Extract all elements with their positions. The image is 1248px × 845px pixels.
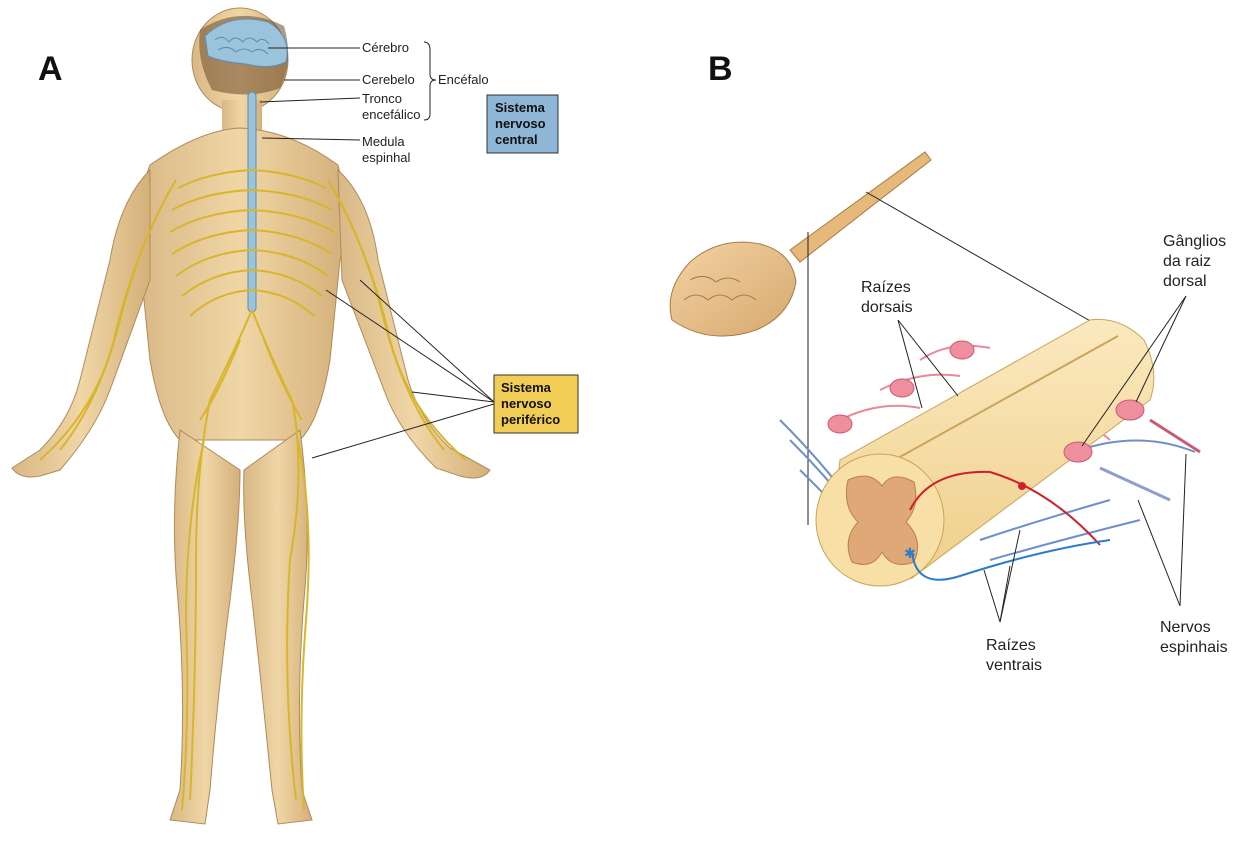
label-raizes-ventrais-2: ventrais	[986, 657, 1042, 674]
snc-line1: Sistema	[495, 100, 546, 115]
label-nervos-1: Nervos	[1160, 619, 1211, 636]
snp-line1: Sistema	[501, 380, 552, 395]
left-arm	[12, 170, 150, 477]
body-figure	[12, 8, 490, 824]
snc-line3: central	[495, 132, 538, 147]
left-leg	[170, 430, 240, 824]
brain-icon	[205, 19, 287, 67]
label-raizes-dorsais-2: dorsais	[861, 299, 913, 316]
label-tronco-1: Tronco	[362, 91, 402, 106]
svg-text:✱: ✱	[904, 545, 916, 561]
label-encefalo: Encéfalo	[438, 72, 489, 87]
encefalo-bracket	[424, 42, 436, 120]
label-medula-1: Medula	[362, 134, 405, 149]
label-medula-2: espinhal	[362, 150, 411, 165]
label-tronco-2: encefálico	[362, 107, 421, 122]
panel-b-illustration: ✱	[670, 152, 1200, 586]
spinal-cord	[248, 92, 256, 312]
panel-b-letter: B	[708, 50, 733, 88]
torso	[138, 128, 345, 440]
right-arm	[338, 170, 490, 478]
snp-line2: nervoso	[501, 396, 552, 411]
label-raizes-ventrais-1: Raízes	[986, 637, 1036, 654]
label-nervos-2: espinhais	[1160, 639, 1228, 656]
label-ganglios-1: Gânglios	[1163, 233, 1226, 250]
brain-overview-icon	[670, 242, 796, 336]
snc-line2: nervoso	[495, 116, 546, 131]
label-raizes-dorsais-1: Raízes	[861, 279, 911, 296]
cord-overview	[790, 152, 931, 262]
label-cerebro: Cérebro	[362, 40, 409, 55]
label-ganglios-2: da raiz	[1163, 253, 1211, 270]
label-ganglios-3: dorsal	[1163, 273, 1207, 290]
snp-line3: periférico	[501, 412, 560, 427]
label-cerebelo: Cerebelo	[362, 72, 415, 87]
panel-a-letter: A	[38, 50, 63, 88]
